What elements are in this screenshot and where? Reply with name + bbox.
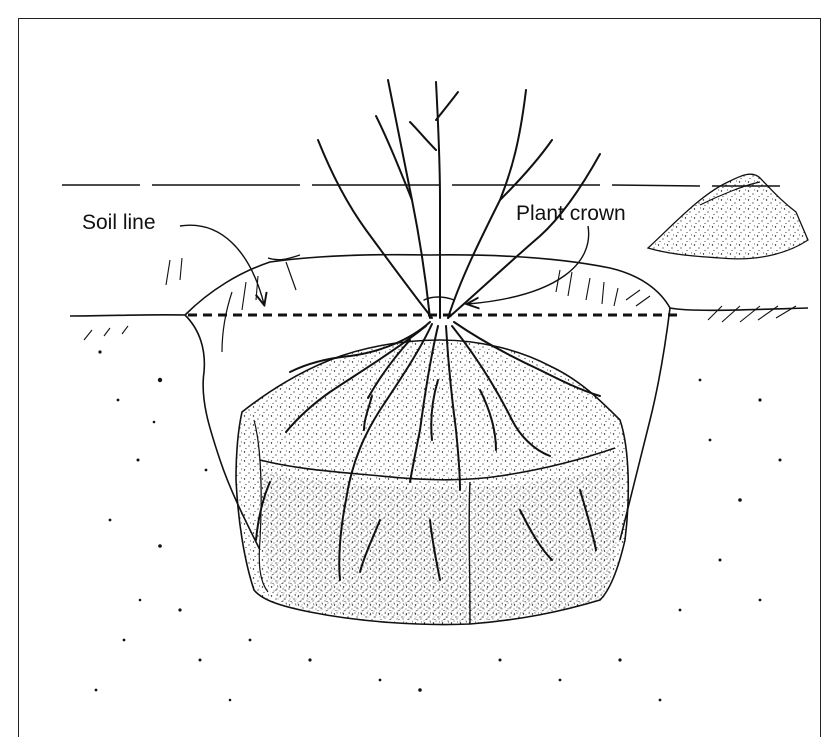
- soil-pile: [648, 174, 808, 259]
- plant-crown-leader: [468, 226, 589, 304]
- soil-line-label: Soil line: [82, 212, 156, 233]
- horizon-line: [62, 185, 780, 186]
- plant-crown-label: Plant crown: [516, 203, 626, 224]
- root-ball: [236, 340, 628, 625]
- soil-line-leader: [180, 225, 264, 304]
